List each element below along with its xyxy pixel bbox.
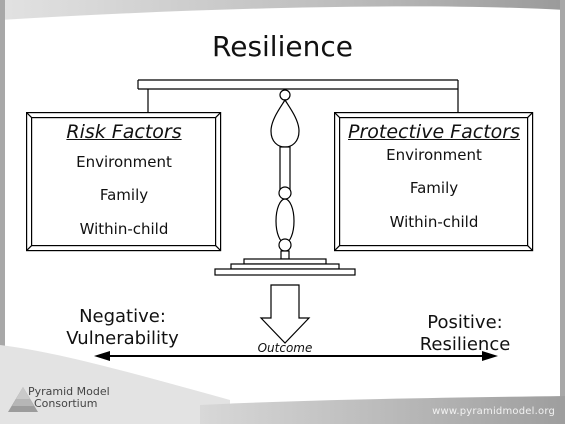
top-band	[0, 0, 565, 20]
negative-vulnerability-label: Negative: Vulnerability	[40, 306, 205, 350]
positive-label-line-1: Positive:	[427, 312, 503, 333]
scale-knob	[279, 89, 291, 101]
scale-oval	[275, 198, 295, 244]
slide-title: Resilience	[212, 30, 353, 63]
left-border	[0, 0, 5, 424]
bottom-band	[200, 396, 565, 424]
positive-resilience-label: Positive: Resilience	[390, 312, 540, 356]
risk-item-family: Family	[99, 186, 149, 204]
risk-factors-heading: Risk Factors	[66, 121, 182, 143]
logo-line-1: Pyramid Model	[28, 385, 110, 398]
protective-factors-heading: Protective Factors	[348, 121, 520, 143]
scale-joint-lower	[278, 238, 292, 252]
risk-factors-box: Risk Factors Environment Family Within-c…	[26, 112, 222, 252]
protective-item-environment: Environment	[386, 146, 482, 164]
protective-item-family: Family	[409, 179, 459, 197]
negative-label-line-1: Negative:	[79, 306, 166, 327]
logo-line-2: Consortium	[34, 397, 98, 410]
scale-base-tier-3	[214, 268, 356, 276]
left-arrowhead	[94, 351, 110, 361]
positive-label-line-2: Resilience	[419, 334, 511, 355]
right-arrowhead	[482, 351, 498, 361]
risk-item-environment: Environment	[76, 153, 172, 171]
outcome-label: Outcome	[257, 341, 313, 355]
footer-url: www.pyramidmodel.org	[432, 406, 555, 417]
scale-joint-upper	[278, 186, 292, 200]
scale-base-tier-1	[243, 258, 327, 265]
right-border	[560, 0, 565, 424]
protective-factors-box: Protective Factors Environment Family Wi…	[334, 112, 534, 252]
negative-label-line-2: Vulnerability	[66, 328, 179, 349]
bottom-left-wedge	[0, 345, 230, 424]
protective-item-within-child: Within-child	[389, 213, 479, 231]
risk-item-within-child: Within-child	[79, 220, 169, 238]
scale-teardrop	[270, 98, 300, 148]
logo-text: Pyramid Model Consortium	[28, 386, 110, 410]
outcome-arrow	[259, 284, 311, 344]
scale-base-tier-2	[230, 263, 340, 270]
scale-shaft-upper	[279, 146, 291, 191]
pyramid-logo-icon	[8, 387, 38, 412]
